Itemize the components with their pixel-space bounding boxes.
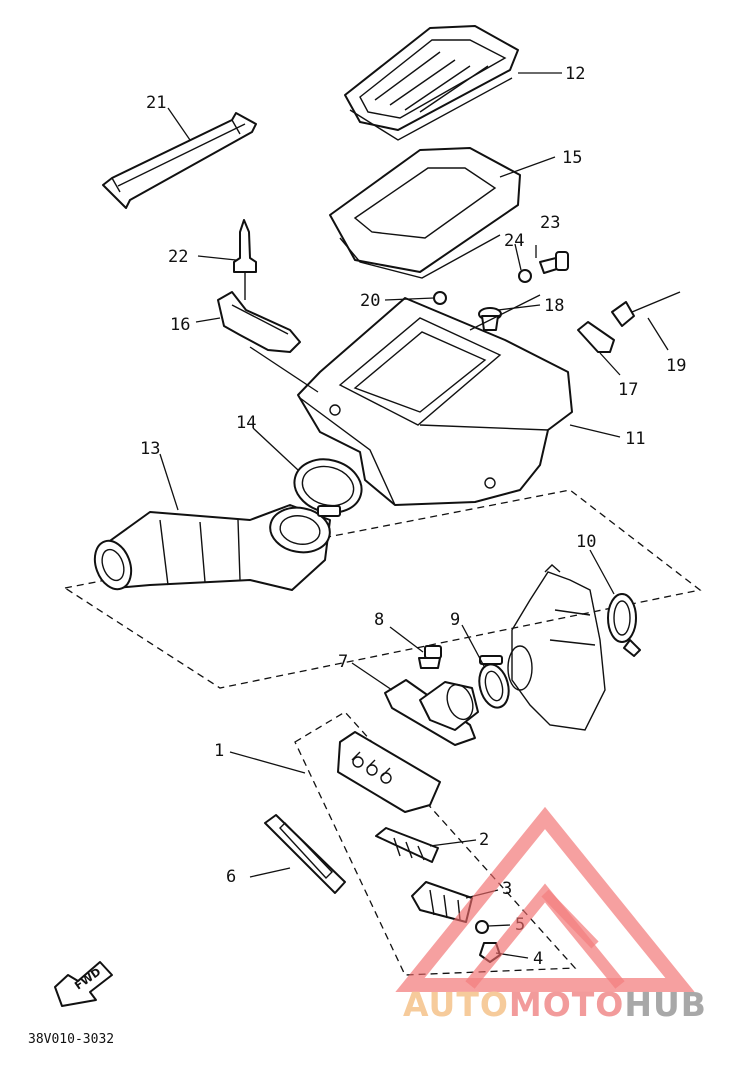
- reed-valve-boundary: [294, 711, 577, 976]
- callout-3: 3: [502, 879, 512, 899]
- callout-1: 1: [214, 741, 224, 761]
- washer-24-part: [518, 269, 532, 283]
- callout-24: 24: [504, 231, 524, 251]
- clamp-9-part: [478, 655, 510, 709]
- manifold-part: [384, 679, 479, 746]
- plug-18-part: [478, 307, 502, 331]
- reed-petals-part: [375, 827, 439, 863]
- callout-8: 8: [374, 610, 384, 630]
- grommet-20-part: [433, 291, 447, 305]
- callout-17: 17: [618, 380, 638, 400]
- callout-21: 21: [146, 93, 166, 113]
- leader-lines: [159, 72, 669, 959]
- watermark-auto: AUTO: [403, 985, 509, 1024]
- callout-6: 6: [226, 867, 236, 887]
- reed-valve-part: [337, 731, 441, 813]
- callout-15: 15: [562, 148, 582, 168]
- strap-part: [102, 112, 257, 209]
- watermark-hub: HUB: [624, 985, 707, 1024]
- air-filter-part: [329, 147, 521, 279]
- watermark-text: AUTOMOTOHUB: [403, 985, 707, 1024]
- callout-11: 11: [625, 429, 645, 449]
- carburetor-outline: [507, 564, 606, 731]
- callout-13: 13: [140, 439, 160, 459]
- bolt-22-part: [233, 219, 257, 300]
- figure-code: 38V010-3032: [28, 1032, 114, 1047]
- callout-7: 7: [338, 652, 348, 672]
- callouts: 21 12 15 22 23 24 20 18 16 17 19 11 14 1…: [140, 64, 686, 969]
- callout-12: 12: [565, 64, 585, 84]
- bracket-part: [217, 291, 301, 353]
- callout-2: 2: [479, 830, 489, 850]
- callout-14: 14: [236, 413, 256, 433]
- gasket-part: [264, 814, 346, 894]
- callout-23: 23: [540, 213, 560, 233]
- callout-20: 20: [360, 291, 380, 311]
- air-box-part: [297, 297, 573, 506]
- callout-9: 9: [450, 610, 460, 630]
- fwd-arrow: FWD: [54, 961, 113, 1007]
- callout-10: 10: [576, 532, 596, 552]
- callout-19: 19: [666, 356, 686, 376]
- clamp-10-part: [607, 593, 641, 657]
- filter-cover-part: [344, 25, 519, 141]
- intake-boot-part: [93, 504, 331, 591]
- callout-16: 16: [170, 315, 190, 335]
- clamp-14-part: [293, 458, 363, 517]
- callout-22: 22: [168, 247, 188, 267]
- bracket-17-part: [577, 321, 615, 353]
- screw-19-part: [611, 291, 681, 327]
- callout-4: 4: [533, 949, 543, 969]
- screw-23-part: [539, 251, 569, 274]
- washer-5-part: [475, 920, 489, 934]
- bolt-8-part: [418, 645, 442, 669]
- watermark-moto: MOTO: [509, 985, 624, 1024]
- airbox-boundary: [63, 489, 702, 689]
- callout-18: 18: [544, 296, 564, 316]
- watermark-logo-icon: [395, 806, 695, 992]
- watermark: AUTOMOTOHUB: [395, 806, 707, 1024]
